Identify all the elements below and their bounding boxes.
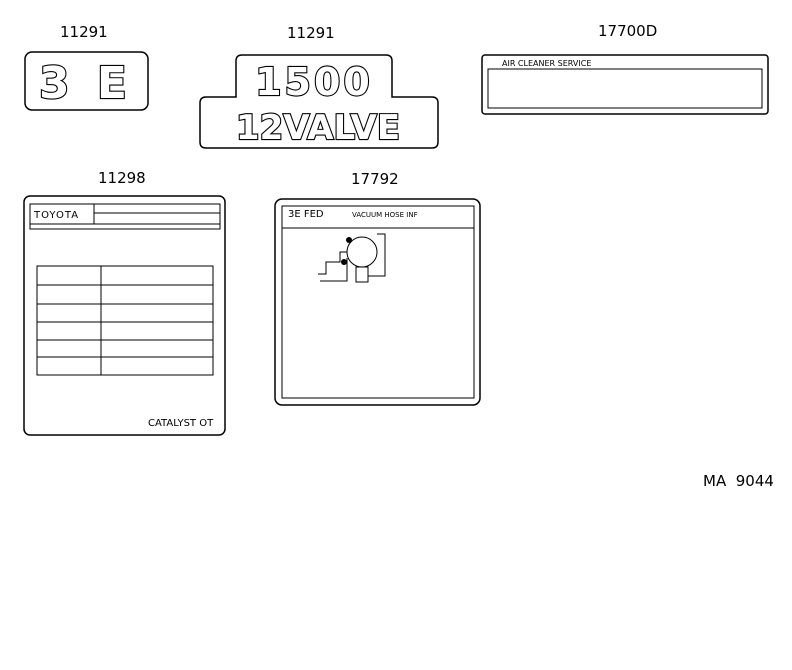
emblem-3e-text: 3 E: [39, 58, 133, 109]
vacuum-label-outline: [274, 198, 481, 406]
vacuum-label-inner-box: [281, 205, 475, 399]
part-number-17700d: 17700D: [598, 22, 657, 40]
vacuum-hose-line: [318, 251, 347, 275]
vacuum-port-dot: [346, 237, 352, 243]
toyota-footer-text: CATALYST OT: [148, 418, 214, 429]
toyota-table: [36, 265, 214, 376]
toyota-table-outline: [36, 265, 214, 376]
emblem-1500-text: 1500: [255, 60, 373, 104]
diagram-reference-code: MA 9044: [703, 472, 774, 490]
vacuum-title-text: VACUUM HOSE INF: [352, 211, 418, 219]
vacuum-valve-body: [355, 266, 369, 283]
part-number-11298: 11298: [98, 169, 146, 187]
toyota-brand-text: TOYOTA: [33, 210, 79, 221]
toyota-header-box: [29, 203, 221, 230]
air-cleaner-label: 17700D AIR CLEANER SERVICE: [481, 22, 769, 115]
emblem-1500-outline: [199, 54, 439, 149]
air-cleaner-outline: [481, 54, 769, 115]
vacuum-hose-line: [320, 258, 348, 282]
part-number-11291-b: 11291: [287, 24, 335, 42]
air-cleaner-text: AIR CLEANER SERVICE: [502, 59, 591, 68]
part-number-11291-a: 11291: [60, 23, 108, 41]
toyota-label-outline: [23, 195, 226, 436]
emblem-3e-outline: [24, 51, 149, 111]
air-cleaner-inner-box: [487, 68, 763, 109]
vacuum-hose-label: 17792 3E FED VACUUM HOSE INF: [274, 170, 481, 406]
emblem-3e: 11291 3 E: [24, 23, 149, 111]
emblem-1500-12valve: 11291 1500 12VALVE: [199, 24, 439, 149]
emblem-12valve-text: 12VALVE: [236, 108, 400, 148]
vacuum-code-text: 3E FED: [288, 209, 324, 220]
part-number-17792: 17792: [351, 170, 399, 188]
vacuum-hose-schematic: [318, 233, 386, 283]
vacuum-port-dot: [341, 259, 347, 265]
toyota-label: 11298 TOYOTA CATALYST OT: [23, 169, 226, 436]
vacuum-hose-line: [368, 233, 386, 277]
